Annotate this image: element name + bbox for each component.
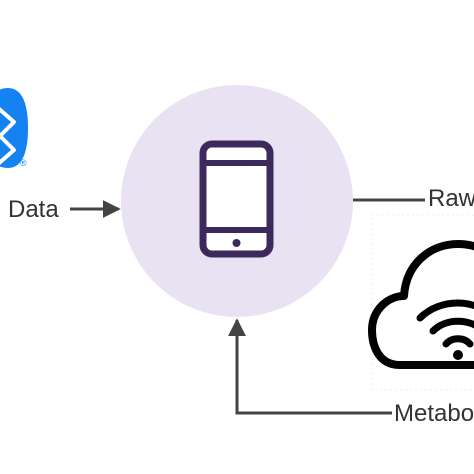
raw-label: Raw bbox=[428, 185, 474, 212]
metabolic-feedback-arrow bbox=[228, 318, 392, 415]
bluetooth-icon: ® bbox=[0, 88, 28, 168]
smartphone-icon bbox=[199, 140, 274, 258]
cloud-wifi-icon bbox=[368, 240, 474, 369]
metabo-label: Metabo bbox=[394, 400, 474, 427]
left-data-label: Data bbox=[8, 196, 59, 223]
cloud-background-box bbox=[371, 214, 474, 391]
registered-mark: ® bbox=[20, 158, 27, 168]
